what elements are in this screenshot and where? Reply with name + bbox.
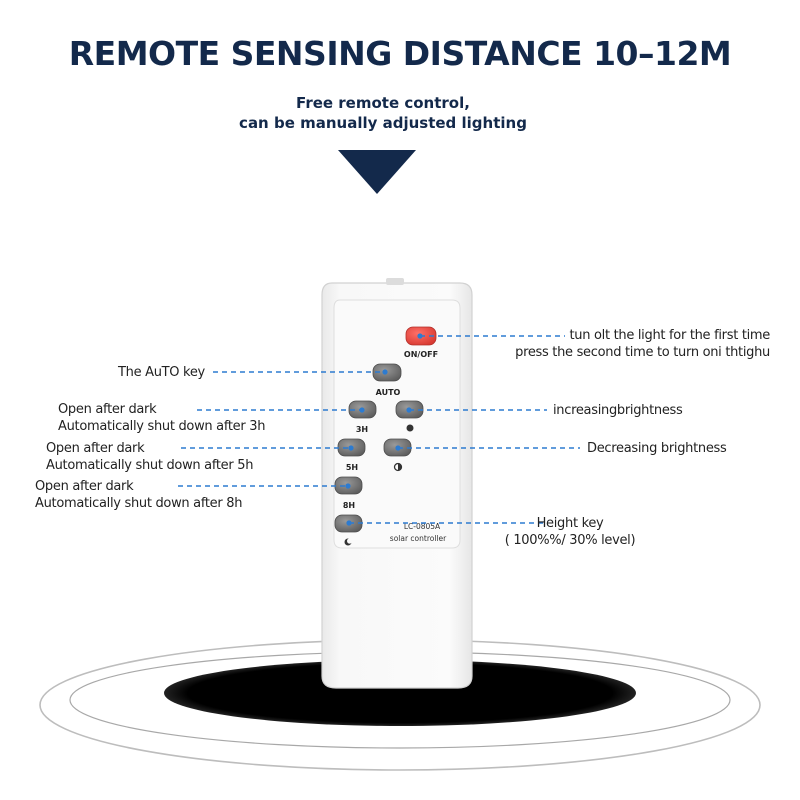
callout-dot-increase xyxy=(406,407,412,413)
increase-callout: increasingbrightness xyxy=(553,403,683,418)
callout-dot-height xyxy=(346,520,352,526)
decrease-callout: Decreasing brightness xyxy=(587,441,727,456)
8h-callout-line-1: Open after dark xyxy=(35,479,134,494)
height-callout-line-2: ( 100%%/ 30% level) xyxy=(504,533,636,548)
on-off-callout-line-2: press the second time to turn oni thtigh… xyxy=(515,345,770,360)
callout-dot-auto xyxy=(382,369,388,375)
auto-callout: The AuTO key xyxy=(118,365,205,380)
remote-top-notch xyxy=(386,278,404,285)
on-off-callout: tun olt the light for the first time pre… xyxy=(480,327,770,361)
page-subtitle: Free remote control, can be manually adj… xyxy=(0,93,766,133)
callout-dot-3h xyxy=(359,407,365,413)
8h-callout-line-2: Automatically shut down after 8h xyxy=(35,496,243,511)
3h-callout-line-2: Automatically shut down after 3h xyxy=(58,419,266,434)
5h-label: 5H xyxy=(346,463,358,472)
5h-callout: Open after dark Automatically shut down … xyxy=(46,440,253,474)
auto-label: AUTO xyxy=(376,388,401,397)
model-label: LC-0805A xyxy=(404,522,441,531)
height-callout-line-1: Height key xyxy=(536,516,604,531)
height-callout: Height key ( 100%%/ 30% level) xyxy=(495,515,645,549)
sun-bright-icon xyxy=(406,424,414,432)
8h-callout: Open after dark Automatically shut down … xyxy=(35,478,242,512)
down-arrow-icon xyxy=(338,150,416,194)
3h-callout-line-1: Open after dark xyxy=(58,402,157,417)
subtitle-line-1: Free remote control, xyxy=(296,94,470,112)
5h-callout-line-1: Open after dark xyxy=(46,441,145,456)
brand-label: solar controller xyxy=(390,534,447,543)
on-off-callout-line-1: tun olt the light for the first time xyxy=(569,328,771,343)
remote-button-panel xyxy=(333,299,461,549)
on-off-label: ON/OFF xyxy=(404,350,438,359)
3h-label: 3H xyxy=(356,425,368,434)
callout-dot-decrease xyxy=(395,445,401,451)
callout-dot-5h xyxy=(348,445,354,451)
5h-callout-line-2: Automatically shut down after 5h xyxy=(46,458,254,473)
sun-dim-icon xyxy=(393,462,403,472)
3h-callout: Open after dark Automatically shut down … xyxy=(58,401,265,435)
callout-dot-8h xyxy=(345,483,351,489)
callout-dot-on-off xyxy=(417,333,423,339)
platform-shadow xyxy=(164,660,636,726)
moon-icon xyxy=(344,538,353,546)
subtitle-line-2: can be manually adjusted lighting xyxy=(239,114,527,132)
8h-label: 8H xyxy=(343,501,355,510)
page-title: REMOTE SENSING DISTANCE 10–12M xyxy=(68,34,732,73)
